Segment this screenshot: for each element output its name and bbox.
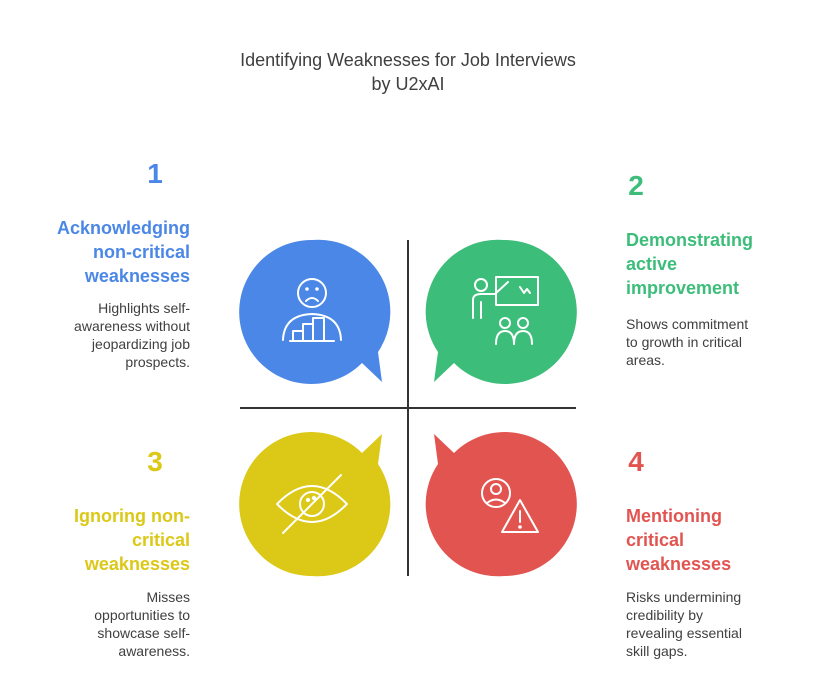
item-2-heading: Demonstrating active improvement [626,228,806,300]
item-4-heading-line: critical [626,530,685,550]
item-4-desc-line: skill gaps. [626,643,688,659]
item-3-heading-line: weaknesses [84,554,190,574]
item-3-heading-line: critical [131,530,190,550]
item-4-heading-line: Mentioning [626,506,722,526]
item-3-desc-line: showcase self- [97,625,190,641]
eye-crossed-icon [276,474,348,534]
item-4-desc-line: credibility by [626,607,704,623]
diagram-title-line-2: by U2xAI [371,74,445,94]
item-1-heading-line: weaknesses [84,266,190,286]
diagram-title-line-1: Identifying Weaknesses for Job Interview… [240,50,576,70]
item-1-number: 1 [147,158,163,189]
item-1-desc-line: prospects. [125,354,190,370]
item-3-desc-line: Misses [146,589,190,605]
item-1-heading-line: non-critical [92,242,190,262]
item-1-desc-line: jeopardizing job [91,336,190,352]
item-4-desc-line: Risks undermining [626,589,742,605]
item-1-heading: Acknowledging non-critical weaknesses [20,216,190,288]
item-4-heading: Mentioning critical weaknesses [626,504,806,576]
item-3-description: Misses opportunities to showcase self- a… [20,588,190,660]
item-4-number: 4 [628,446,644,477]
item-1-description: Highlights self- awareness without jeopa… [20,299,190,371]
item-3-desc-line: awareness. [118,643,190,659]
item-2-heading-line: active [626,254,678,274]
item-4-desc-line: revealing essential [626,625,742,641]
item-2-heading-line: Demonstrating [626,230,754,250]
item-1-desc-line: Highlights self- [98,300,190,316]
bubble-1-shape [239,239,391,384]
quadrant-4-bubble [425,432,577,577]
item-2-desc-line: areas. [626,352,665,368]
presentation-teaching-icon [472,276,539,345]
quadrant-3-bubble [239,432,391,577]
bubble-3-shape [239,432,391,577]
quadrant-1-bubble [239,239,391,384]
item-2-heading-line: improvement [626,278,740,298]
item-3-number: 3 [147,446,163,477]
item-2-number: 2 [628,170,644,201]
item-2-desc-line: to growth in critical [626,334,742,350]
bubble-4-shape [425,432,577,577]
item-3-heading-line: Ignoring non- [74,506,190,526]
person-warning-icon [481,478,539,533]
item-4-description: Risks undermining credibility by reveali… [626,588,806,660]
item-1-desc-line: awareness without [74,318,190,334]
item-1-heading-line: Acknowledging [56,218,190,238]
item-4-heading-line: weaknesses [626,554,732,574]
bubble-2-shape [425,239,577,384]
item-2-description: Shows commitment to growth in critical a… [626,315,806,369]
item-3-desc-line: opportunities to [94,607,190,623]
person-sad-with-chart-icon [282,278,342,342]
item-2-desc-line: Shows commitment [626,316,749,332]
item-3-heading: Ignoring non- critical weaknesses [20,504,190,576]
quadrant-2-bubble [425,239,577,384]
